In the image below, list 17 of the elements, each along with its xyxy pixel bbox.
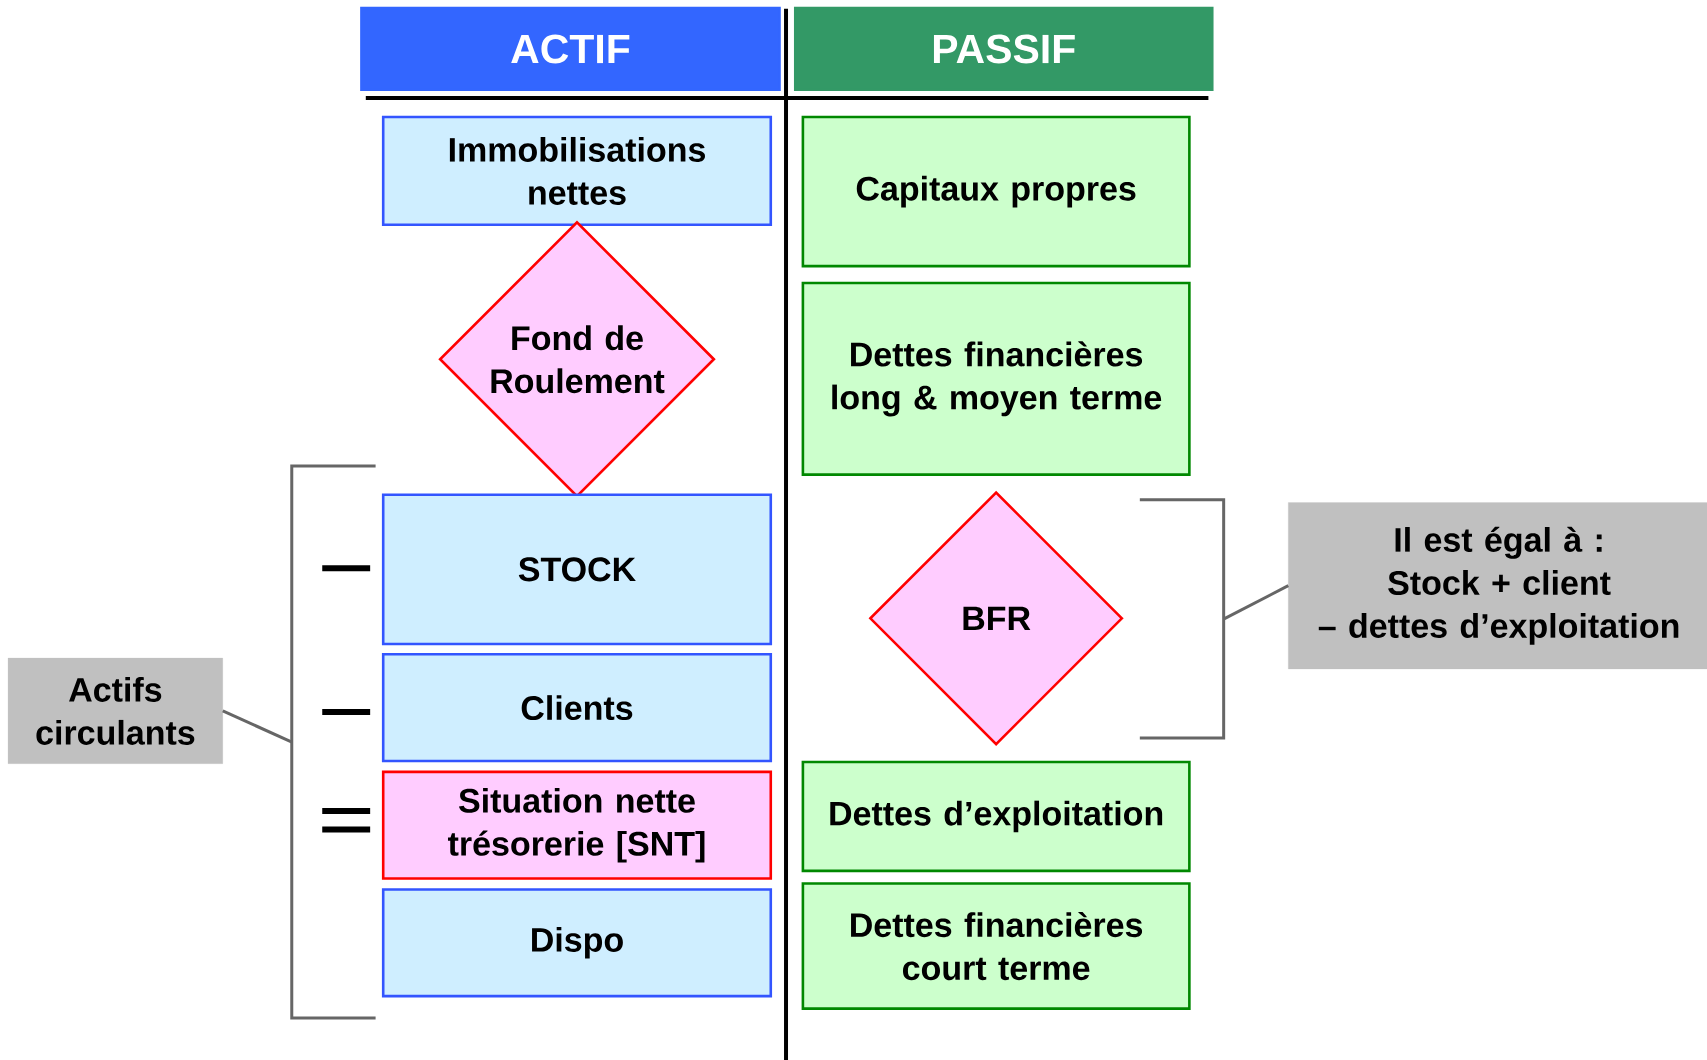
asset-box: Immobilisations nettes — [381, 115, 773, 226]
bracket — [290, 464, 376, 1020]
column-header: PASSIF — [793, 6, 1214, 91]
column-header: ACTIF — [360, 6, 781, 91]
liability-box: Dettes financières court terme — [801, 881, 1191, 1010]
liability-box: Capitaux propres — [801, 115, 1191, 268]
liability-box: Dettes financières long & moyen terme — [801, 281, 1191, 476]
bracket — [1139, 498, 1226, 740]
leader-line — [222, 709, 292, 744]
asset-box: Situation nette trésorerie [SNT] — [381, 770, 773, 880]
asset-box: Clients — [381, 652, 773, 763]
asset-box: STOCK — [381, 493, 773, 646]
leader-line — [1223, 584, 1289, 621]
liability-box: Dettes d’exploitation — [801, 760, 1191, 873]
note-box: Il est égal à : Stock + client – dettes d’exploitation — [1288, 502, 1707, 669]
note-box: Actifs circulants — [7, 657, 223, 764]
asset-box: Dispo — [381, 887, 773, 998]
